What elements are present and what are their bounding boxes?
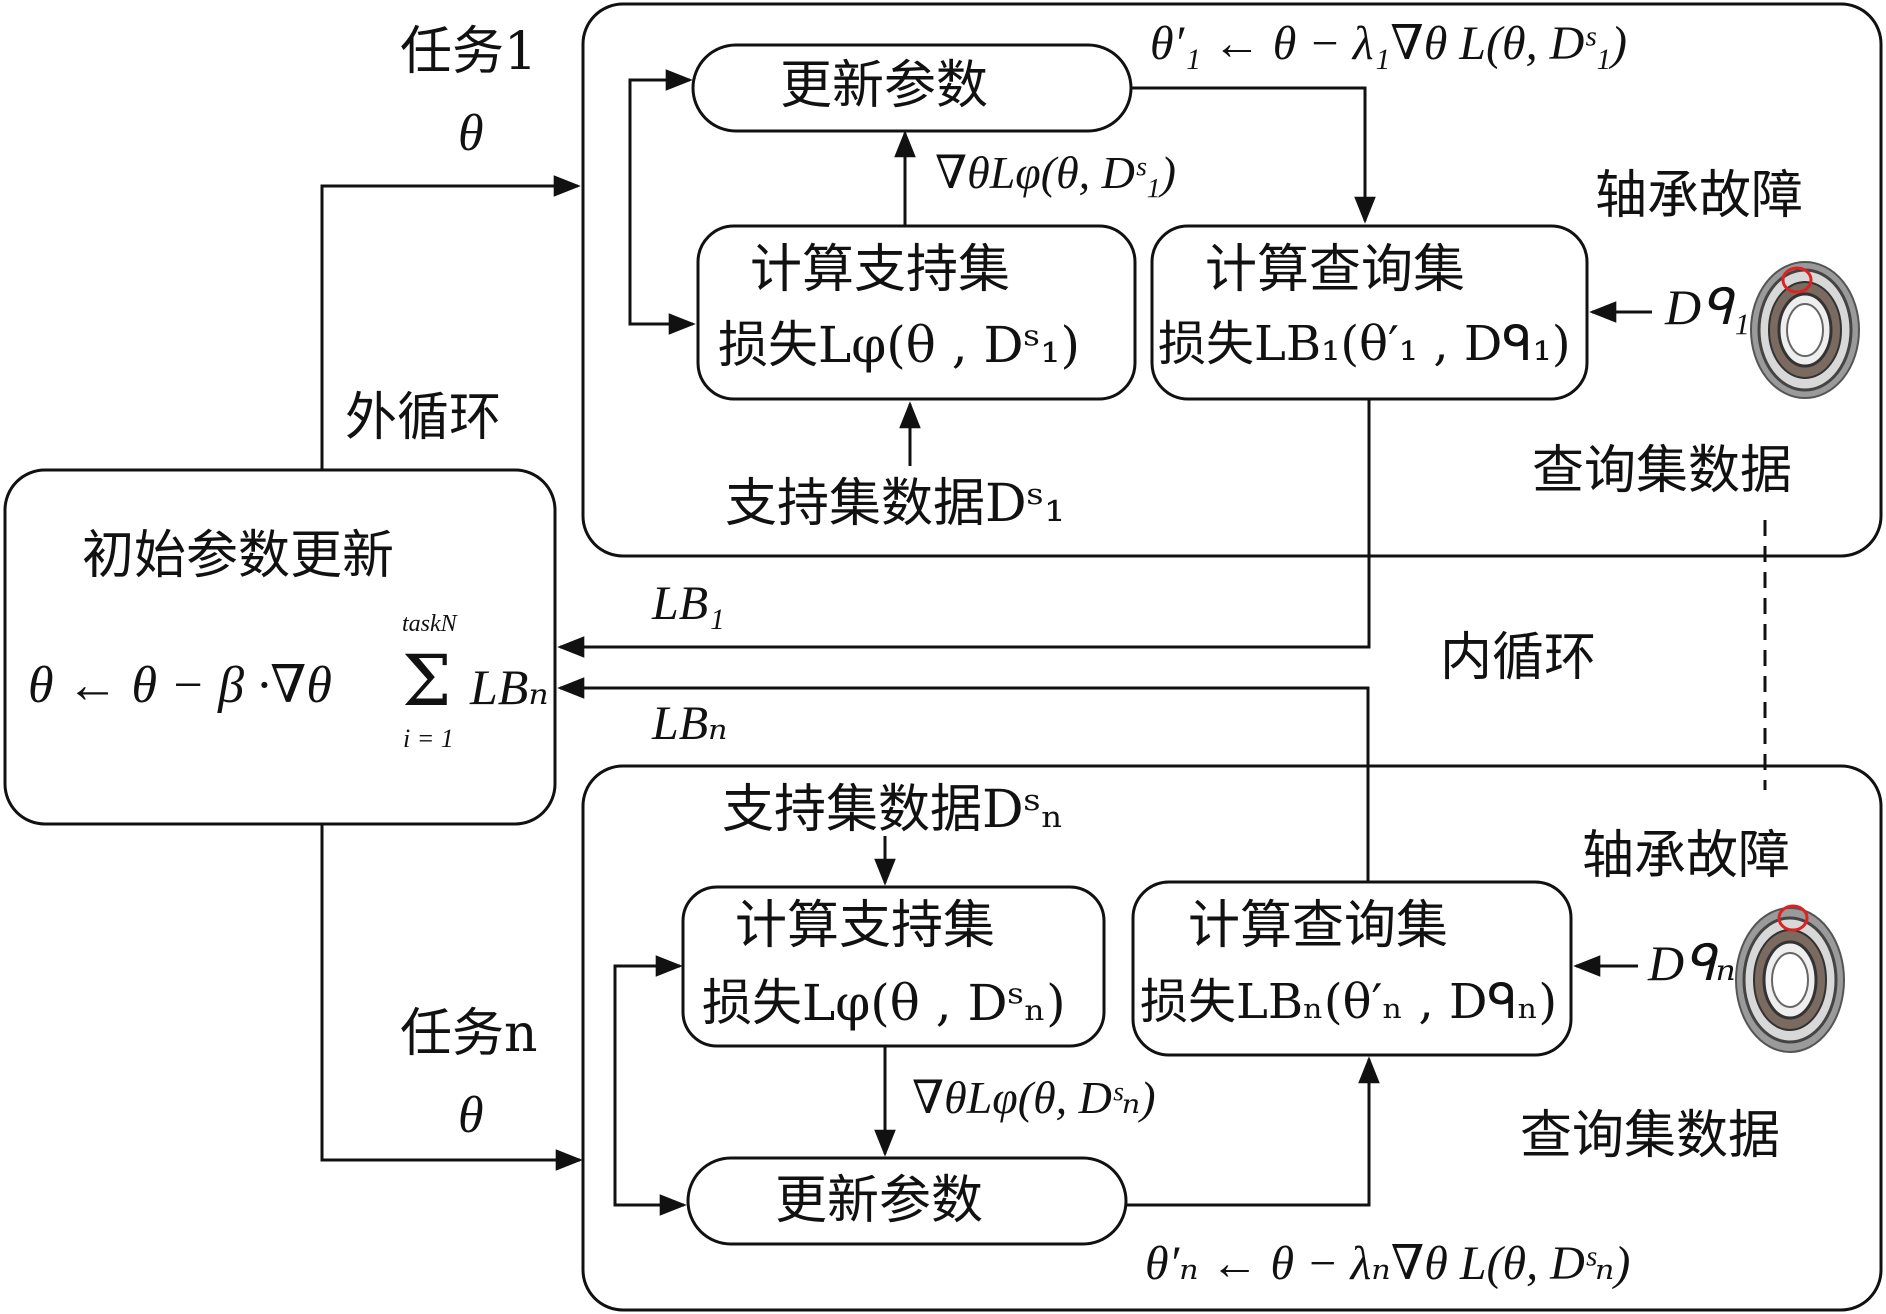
task1-update-to-query (1131, 86, 1376, 224)
task1-branch (628, 69, 693, 186)
taskn-update-label: 更新参数 (775, 1171, 984, 1231)
sum-upper: taskN (402, 611, 457, 637)
task1-branch-2 (628, 186, 696, 335)
task1-query-data-label: 查询集数据 (1532, 441, 1793, 501)
taskn-theta: θ (458, 1087, 484, 1144)
taskn-update-formula: θ′ₙ ← θ − λₙ∇θ L(θ, Dˢₙ) (1145, 1237, 1631, 1290)
sum-symbol: Σ (402, 640, 452, 722)
task1-container (581, 2, 1883, 558)
taskn-support-data: 支持集数据Dˢₙ (722, 780, 1064, 840)
task1-query-line1: 计算查询集 (1205, 240, 1466, 300)
taskn-support-line1: 计算支持集 (735, 896, 996, 956)
outer-loop-label: 外循环 (345, 388, 502, 448)
taskn-query-data-label: 查询集数据 (1520, 1106, 1781, 1166)
inner-loop-label: 内循环 (1440, 628, 1597, 688)
taskn-support-box (681, 885, 1106, 1048)
loss-b1-label: LB₁ (652, 577, 725, 630)
loss-bn-label: LBₙ (652, 697, 728, 750)
taskn-container (581, 764, 1883, 1312)
task1-update-label: 更新参数 (780, 56, 989, 116)
sum-lower: i = 1 (403, 724, 454, 753)
bearing-icon-n (1735, 904, 1845, 1053)
taskn-update-to-query (1126, 1056, 1380, 1207)
task1-support-line2: 损失Lφ(θ , Dˢ₁) (718, 316, 1080, 374)
outer-loop-line-1 (320, 175, 581, 470)
task1-update-formula: θ′₁ ← θ − λ₁∇θ L(θ, Dˢ₁) (1150, 17, 1628, 70)
taskn-name: 任务n (400, 1004, 538, 1064)
task1-grad-label: ∇θLφ(θ, Dˢ₁) (935, 147, 1176, 198)
task1-support-data: 支持集数据Dˢ₁ (725, 474, 1066, 534)
task1-fault-label: 轴承故障 (1595, 166, 1804, 226)
taskn-branch (613, 955, 683, 1160)
task1-name: 任务1 (400, 22, 538, 82)
taskn-update-box (686, 1156, 1128, 1246)
taskn-branch-2 (613, 1160, 687, 1216)
task1-support-box (696, 224, 1137, 401)
taskn-query-box (1131, 880, 1573, 1057)
task1-query-symbol: Dᑫ₁ (1665, 279, 1750, 335)
init-update-formula-left: θ ← θ − β ·∇θ (28, 657, 332, 714)
task1-query-line2: 损失LB₁(θ′₁ , Dᑫ₁) (1158, 316, 1571, 372)
taskn-query-symbol: Dᑫₙ (1648, 935, 1736, 991)
init-update-box (3, 468, 557, 826)
taskn-grad-label: ∇θLφ(θ, Dˢₙ) (912, 1072, 1156, 1123)
init-update-title: 初始参数更新 (82, 526, 395, 586)
taskn-query-line1: 计算查询集 (1188, 896, 1449, 956)
task1-theta: θ (458, 105, 484, 162)
outer-loop-line-n (320, 824, 578, 1162)
taskn-query-line2: 损失LBₙ(θ′ₙ , Dᑫₙ) (1140, 974, 1558, 1030)
loss-bn-line (557, 677, 1370, 882)
loss-b1-line (557, 399, 1371, 658)
taskn-support-line2: 损失Lφ(θ , Dˢₙ) (702, 974, 1066, 1032)
task1-support-line1: 计算支持集 (750, 240, 1011, 300)
taskn-fault-label: 轴承故障 (1582, 826, 1791, 886)
bearing-icon-1 (1750, 261, 1860, 399)
sum-term: LBₙ (470, 659, 549, 715)
